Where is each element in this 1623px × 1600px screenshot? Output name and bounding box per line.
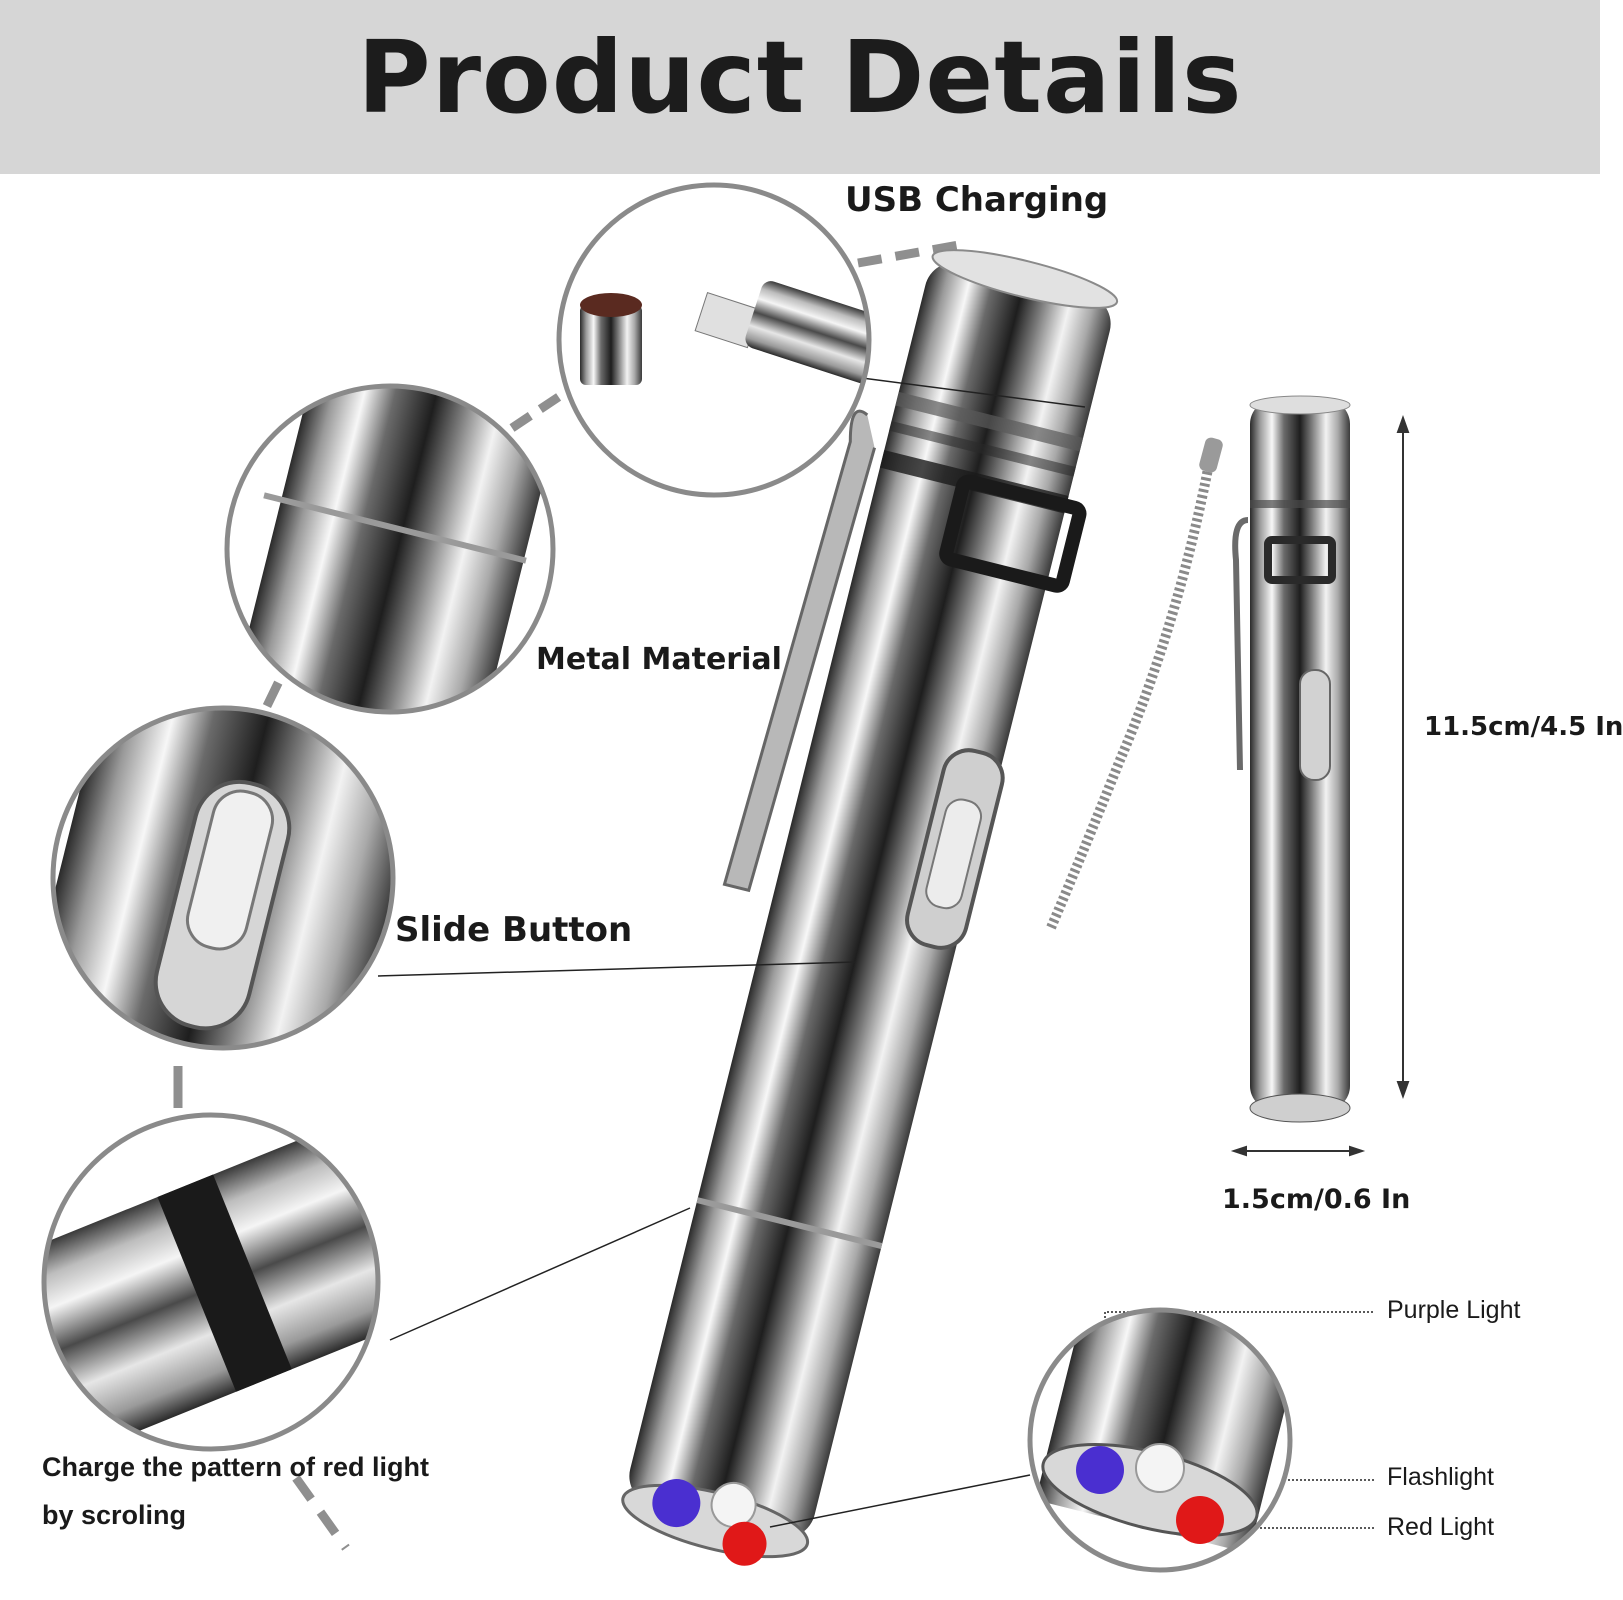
flashlight-label: Flashlight: [1387, 1463, 1494, 1491]
red-led-icon: [1176, 1496, 1224, 1544]
diameter-dimension-label: 1.5cm/0.6 In: [1222, 1184, 1411, 1215]
purple-light-label: Purple Light: [1387, 1296, 1521, 1324]
purple-led-icon: [1076, 1446, 1124, 1494]
red-light-label: Red Light: [1387, 1513, 1495, 1541]
slide-button-detail: [50, 705, 396, 1051]
usb-charging-detail: [556, 182, 872, 498]
dimension-lines: [1230, 415, 1410, 1157]
page-title: Product Details: [357, 19, 1243, 136]
metal-material-detail: [224, 383, 556, 715]
side-flashlight: [1045, 395, 1351, 1123]
led-head-detail: [1027, 1307, 1293, 1573]
scroll-ring-detail: [41, 1112, 381, 1452]
white-led-icon: [1135, 1443, 1185, 1493]
metal-material-label: Metal Material: [536, 642, 782, 677]
usb-charging-label: USB Charging: [845, 180, 1109, 220]
slide-button-label: Slide Button: [395, 910, 633, 950]
main-flashlight: [621, 249, 1119, 1566]
scroll-pattern-note: Charge the pattern of red light by scrol…: [42, 1452, 430, 1530]
header-banner: Product Details: [0, 0, 1600, 174]
length-dimension-label: 11.5cm/4.5 In: [1424, 712, 1623, 742]
